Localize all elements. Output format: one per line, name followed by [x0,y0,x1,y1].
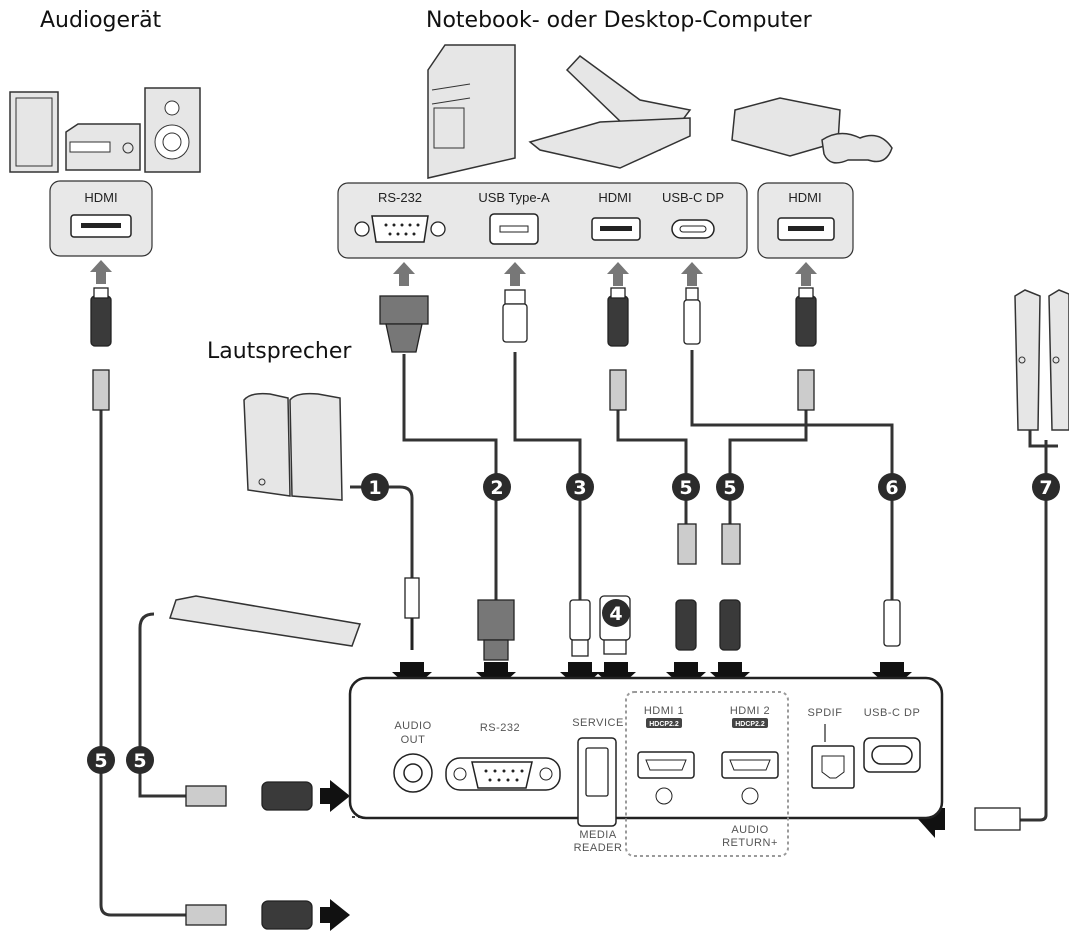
audio-device-port-box: HDMI [49,180,153,257]
soundbar-illustration [169,595,362,647]
hdmi2-label: HDMI 2 [730,705,770,717]
svg-text:7: 7 [1039,477,1052,499]
arrow-up-audio [90,260,112,284]
console-hdmi-label: HDMI [788,190,821,205]
badge-6: 6 [878,473,906,501]
svg-text:5: 5 [94,750,107,772]
svg-text:5: 5 [133,750,146,772]
hdmi-source-port [591,217,641,241]
badge-2: 2 [483,473,511,501]
hdmi1-port [637,751,695,805]
audio-return-label-1: AUDIO [731,824,768,836]
audio-out-label-2: OUT [401,734,426,746]
arrow-right-audio [320,899,350,931]
hdcp2-label: HDCP2.2 [735,721,765,728]
svg-text:3: 3 [573,477,586,499]
hdmi-group-outline [625,691,789,857]
speakers-heading: Lautsprecher [207,339,352,364]
badge-5-hdmi1: 5 [672,473,700,501]
arrow-up-console [795,262,817,286]
svg-text:5: 5 [723,477,736,499]
media-reader-label-2: READER [574,842,623,854]
badge-5-hdmi2: 5 [716,473,744,501]
audio-device-illustration [9,87,201,173]
computer-port-box: RS-232 USB Type-A HDMI USB-C DP [337,182,748,259]
usb-a-source-port [489,213,539,245]
spdif-port [811,745,855,789]
tower-speakers-illustration [1014,289,1069,431]
usbc-dp-port-label: USB-C DP [864,707,921,719]
svg-text:4: 4 [609,603,622,625]
badge-7: 7 [1032,473,1060,501]
computer-heading: Notebook- oder Desktop-Computer [426,8,812,33]
arrow-down-hdmi1 [666,662,706,690]
audio-out-jack [393,753,433,793]
usbc-source-label: USB-C DP [662,190,724,205]
audio-return-label-2: RETURN+ [722,837,778,849]
top-connectors [90,287,817,411]
arrow-down-media [596,662,636,690]
projector-panel: AUDIO OUT RS-232 SERVICE MEDIA READER [348,676,944,857]
hdmi-source-label: HDMI [598,190,631,205]
spdif-label: SPDIF [808,707,843,719]
svg-text:1: 1 [368,477,381,499]
game-console-illustration [731,97,893,164]
service-usb-port [577,737,617,827]
media-reader-label-1: MEDIA [579,829,617,841]
arrow-up-hdmi [607,262,629,286]
cable-paths [99,350,1058,917]
badge-5-audio: 5 [87,746,115,774]
arrow-up-usb [504,262,526,286]
usbc-dp-port [863,737,921,773]
audio-device-heading: Audiogerät [40,8,162,33]
laptop-illustration [528,55,692,169]
pc-speakers-illustration [243,392,343,501]
svg-text:6: 6 [885,477,898,499]
audio-hdmi-label: HDMI [84,190,117,205]
rs232-port [445,757,561,791]
badge-5-soundbar: 5 [126,746,154,774]
arrow-down-rs232 [476,662,516,690]
badge-3: 3 [566,473,594,501]
arrow-right-soundbar [320,780,350,812]
upward-arrows [90,260,817,286]
usb-a-source-label: USB Type-A [478,190,550,205]
console-port-box: HDMI [757,182,854,259]
rs232-source-label: RS-232 [378,190,422,205]
arrow-down-service-usb [560,662,600,690]
desktop-computer-illustration [427,44,516,179]
hdmi1-label: HDMI 1 [644,705,684,717]
rs232-source-port [354,215,446,243]
downward-arrows [320,662,945,931]
arrow-down-usbc [872,662,912,690]
audio-out-label-1: AUDIO [394,720,431,732]
badge-1: 1 [361,473,389,501]
arrow-up-usbc [681,262,703,286]
arrow-down-hdmi2 [710,662,750,690]
svg-text:5: 5 [679,477,692,499]
service-label: SERVICE [572,717,624,729]
hdcp2-badge [732,718,768,728]
usbc-source-port [671,219,715,239]
cable-number-badges: 1 2 3 4 5 5 6 7 5 5 [87,473,1060,774]
badge-4: 4 [602,599,630,627]
hdmi2-port [721,751,779,805]
rs232-port-label: RS-232 [480,722,520,734]
svg-text:2: 2 [490,477,503,499]
arrow-down-audio-out [392,662,432,690]
hdcp1-label: HDCP2.2 [649,721,679,728]
arrow-up-rs232 [393,262,415,286]
hdcp1-badge [646,718,682,728]
